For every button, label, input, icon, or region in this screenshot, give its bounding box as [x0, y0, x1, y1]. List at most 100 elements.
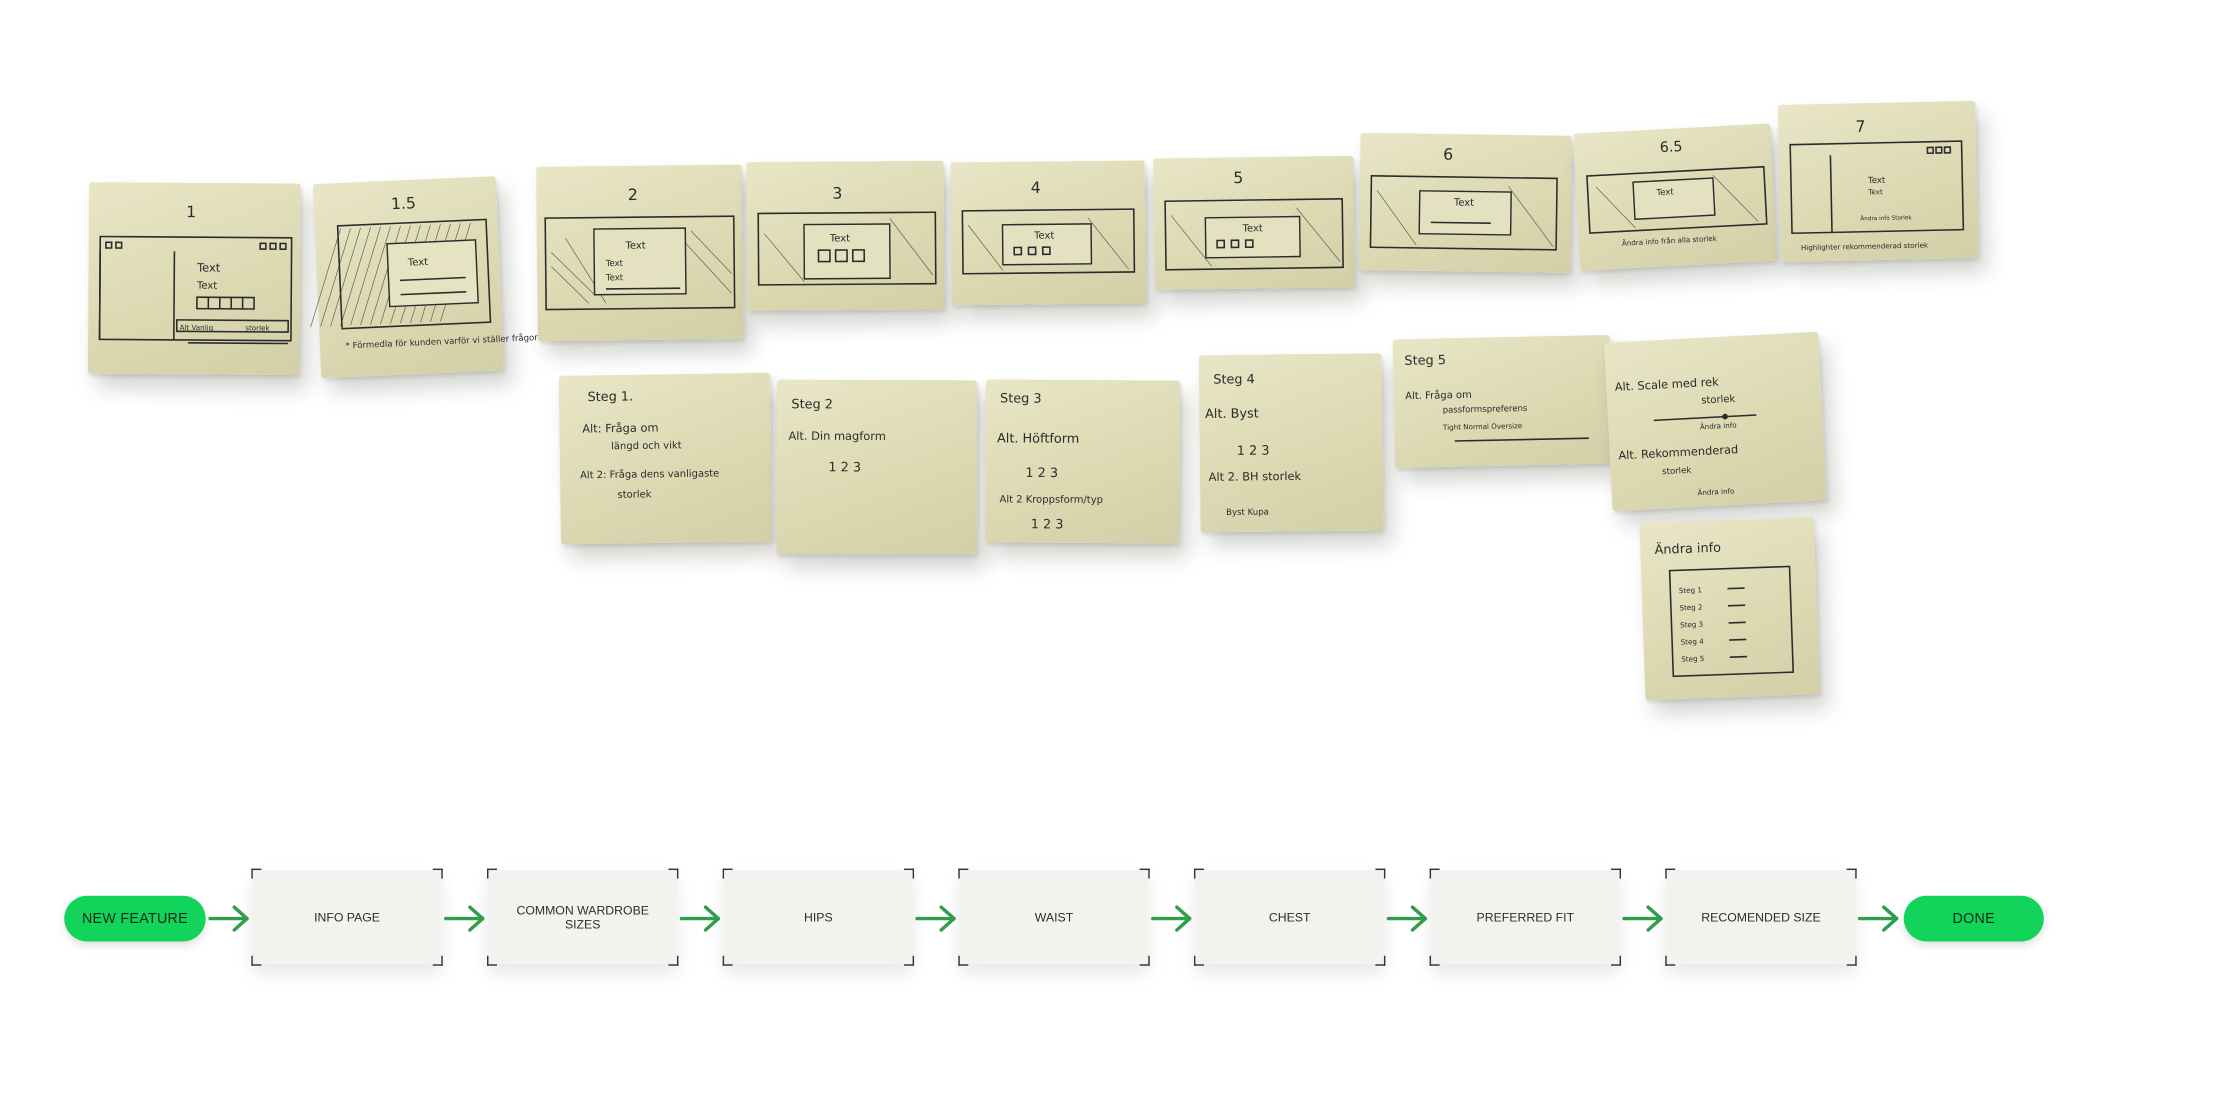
flow-arrow-icon — [679, 905, 721, 932]
svg-text:Text: Text — [1453, 198, 1474, 209]
svg-text:Alt. Scale med rek: Alt. Scale med rek — [1614, 374, 1719, 393]
sketch-note-2: 2 Text Text Text — [536, 164, 744, 342]
svg-text:Ändra info från alla storlek: Ändra info från alla storlek — [1622, 234, 1718, 248]
svg-text:Steg 5: Steg 5 — [1681, 654, 1704, 664]
svg-text:6: 6 — [1443, 145, 1453, 164]
svg-text:3: 3 — [832, 184, 842, 203]
corner-mark — [958, 868, 969, 879]
step-note-4: Steg 4 Alt. Byst 1 2 3 Alt 2. BH storlek… — [1198, 353, 1384, 533]
svg-text:Ändra info: Ändra info — [1700, 420, 1737, 431]
svg-text:Alt Vanlig: Alt Vanlig — [180, 323, 214, 332]
flow-step-label: HIPS — [804, 910, 833, 925]
corner-mark — [668, 955, 679, 966]
sketch-note-4: 4 Text — [950, 160, 1147, 306]
start-node: NEW FEATURE — [64, 895, 206, 942]
corner-mark — [1665, 868, 1676, 879]
svg-text:Alt. Höftform: Alt. Höftform — [997, 431, 1079, 446]
svg-text:Text: Text — [407, 257, 429, 269]
svg-text:Text: Text — [605, 259, 624, 269]
svg-text:Alt 2. BH storlek: Alt 2. BH storlek — [1209, 469, 1302, 484]
step-note-3: Steg 3 Alt. Höftform 1 2 3 Alt 2 Kroppsf… — [985, 379, 1181, 544]
svg-text:storlek: storlek — [617, 489, 651, 500]
corner-mark — [1139, 955, 1150, 966]
edit-info-note: Ändra info Steg 1 Steg 2 Steg 3 Steg 4 S… — [1639, 517, 1820, 701]
svg-text:Text: Text — [605, 273, 624, 283]
svg-text:Alt 2 Kroppsform/typ: Alt 2 Kroppsform/typ — [1000, 494, 1103, 506]
corner-mark — [722, 868, 733, 879]
sketch-note-6-5: 6.5 Text Ändra info från alla storlek — [1573, 123, 1778, 271]
flow-arrow-icon — [444, 905, 485, 932]
svg-text:* Förmedla för kunden varför v: * Förmedla för kunden varför vi ställer … — [345, 332, 538, 351]
flow-arrow-icon — [915, 905, 956, 932]
flow-step-label: RECOMENDED SIZE — [1701, 910, 1821, 925]
sketch-note-1-5: 1.5 Text * Förmedla för kunden varför vi… — [310, 176, 539, 379]
flow-arrow-icon — [1151, 905, 1192, 932]
svg-text:6.5: 6.5 — [1659, 139, 1682, 156]
svg-text:Steg 4: Steg 4 — [1213, 372, 1255, 387]
flow-step-label: CHEST — [1268, 910, 1311, 925]
svg-text:Highlighter rekommenderad stor: Highlighter rekommenderad storlek — [1801, 241, 1929, 253]
corner-mark — [722, 955, 733, 966]
flow-step: CHEST — [1193, 868, 1386, 966]
svg-text:Steg 4: Steg 4 — [1681, 637, 1705, 647]
svg-text:1 2 3: 1 2 3 — [1237, 444, 1270, 459]
svg-text:Steg 2: Steg 2 — [791, 397, 833, 412]
svg-text:1 2 3: 1 2 3 — [1025, 466, 1058, 481]
svg-text:Steg 1: Steg 1 — [1679, 585, 1702, 595]
corner-mark — [1375, 868, 1386, 879]
svg-text:Steg 3: Steg 3 — [1000, 391, 1042, 406]
step-note-2: Steg 2 Alt. Din magform 1 2 3 — [776, 379, 978, 555]
svg-text:Ändra info: Ändra info — [1654, 540, 1721, 558]
corner-mark — [1429, 955, 1440, 966]
svg-text:Text: Text — [196, 260, 221, 274]
svg-text:Text: Text — [196, 281, 217, 292]
corner-mark — [432, 955, 443, 966]
corner-mark — [1429, 868, 1440, 879]
corner-mark — [251, 868, 262, 879]
corner-mark — [1611, 955, 1622, 966]
svg-text:Alt. Byst: Alt. Byst — [1205, 406, 1259, 422]
svg-text:2: 2 — [628, 185, 638, 204]
corner-mark — [958, 955, 969, 966]
svg-text:5: 5 — [1233, 168, 1243, 187]
flow-arrow-icon — [1622, 905, 1663, 932]
step-note-recommendation: Alt. Scale med rek storlek Ändra info Al… — [1603, 331, 1827, 512]
svg-text:Ändra info: Ändra info — [1697, 486, 1734, 497]
corner-mark — [668, 868, 679, 879]
flow-step: PREFERRED FIT — [1429, 868, 1622, 966]
svg-text:storlek: storlek — [245, 323, 270, 332]
svg-text:Tight Normal Oversize: Tight Normal Oversize — [1442, 421, 1522, 432]
svg-text:passformspreferens: passformspreferens — [1443, 404, 1529, 416]
svg-text:storlek: storlek — [1701, 394, 1736, 407]
flow-arrow-icon — [1386, 905, 1428, 932]
corner-mark — [1139, 868, 1150, 879]
sketch-note-3: 3 Text — [746, 160, 945, 311]
corner-mark — [1193, 955, 1204, 966]
corner-mark — [432, 868, 443, 879]
svg-text:7: 7 — [1855, 117, 1865, 136]
corner-mark — [487, 868, 498, 879]
step-note-1: Steg 1. Alt: Fråga om längd och vikt Alt… — [558, 372, 773, 545]
flow-arrow-icon — [208, 905, 249, 932]
step-note-5: Steg 5 Alt. Fråga om passformspreferens … — [1392, 334, 1613, 468]
flow-step-label: PREFERRED FIT — [1476, 910, 1575, 925]
svg-text:Text: Text — [1867, 187, 1883, 196]
corner-mark — [1611, 868, 1622, 879]
sketch-note-6: 6 Text — [1358, 132, 1572, 273]
flow-step: COMMON WARDROBE SIZES — [487, 868, 679, 966]
svg-text:storlek: storlek — [1662, 466, 1692, 478]
svg-text:1.5: 1.5 — [391, 193, 417, 213]
corner-mark — [904, 955, 915, 966]
svg-text:Text: Text — [829, 233, 850, 244]
svg-text:Ändra info Storlek: Ändra info Storlek — [1860, 214, 1912, 222]
svg-text:Alt: Fråga om: Alt: Fråga om — [582, 421, 658, 436]
svg-text:4: 4 — [1031, 178, 1041, 197]
svg-text:Steg 3: Steg 3 — [1680, 620, 1703, 630]
corner-mark — [1846, 955, 1857, 966]
svg-text:Alt 2: Fråga dens vanligaste: Alt 2: Fråga dens vanligaste — [580, 466, 719, 481]
svg-text:längd och vikt: längd och vikt — [611, 440, 682, 452]
flow-step-label: COMMON WARDROBE SIZES — [516, 902, 649, 932]
svg-text:Alt. Rekommenderad: Alt. Rekommenderad — [1618, 442, 1739, 462]
svg-text:Text: Text — [1867, 176, 1886, 186]
